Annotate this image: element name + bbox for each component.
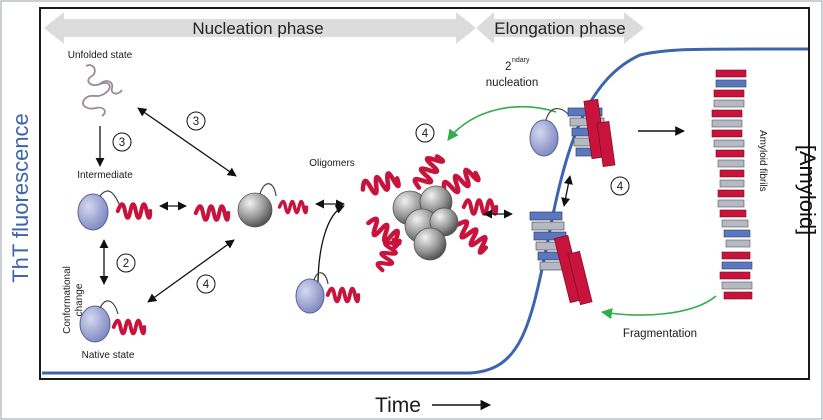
secondary-nucleation-word: nucleation [486, 77, 538, 89]
step-number-4b: 4 [422, 128, 429, 140]
step-number-4c: 4 [617, 181, 624, 193]
fragmentation-arrow [600, 295, 717, 320]
native-protein [79, 300, 144, 343]
arrow-seed-protofibril [561, 175, 573, 207]
unfolded-state-label: Unfolded state [68, 50, 133, 61]
x-axis-label: Time [375, 394, 421, 417]
growth-curve [42, 47, 809, 375]
elongation-phase-label: Elongation phase [494, 19, 625, 38]
plot-frame [39, 7, 810, 380]
unfolded-chain [82, 64, 123, 117]
secondary-nucleation-arrow [447, 106, 557, 141]
fibril-seed [529, 98, 616, 168]
joining-native-protein [295, 272, 358, 314]
protofibril [529, 211, 593, 306]
amyloid-fibrils-label: Amyloid fibrils [757, 130, 768, 192]
nucleation-phase-label: Nucleation phase [192, 19, 323, 38]
elongation-phase-arrow [476, 12, 644, 44]
step-number-3a: 3 [119, 137, 125, 149]
intermediate-label: Intermediate [77, 170, 133, 181]
conformational-label-1: Conformational [62, 266, 73, 334]
arrow-unfolded-to-misfolded [137, 107, 237, 177]
conformational-label-2: change [74, 283, 85, 316]
secondary-nucleation-base: 2 [505, 61, 511, 73]
step-number-2: 2 [123, 258, 129, 270]
arrow-native-join [317, 205, 345, 287]
step-badge-4b [415, 123, 435, 143]
step-number-4a: 4 [203, 279, 210, 291]
amyloid-fibril [711, 69, 753, 300]
intermediate-protein [77, 190, 150, 231]
misfolded-monomer [196, 183, 307, 228]
step-badge-3a [112, 132, 132, 152]
step-badge-4c [610, 176, 630, 196]
y-axis-label-left: ThT fluorescence [8, 113, 33, 283]
nucleation-phase-arrow [44, 12, 476, 44]
y-axis-label-right: [Amyloid] [795, 145, 820, 235]
native-state-label: Native state [82, 350, 135, 361]
step-number-3b: 3 [193, 116, 199, 128]
secondary-nucleation-superscript: ndary [512, 57, 530, 64]
step-badge-3b [186, 111, 206, 131]
oligomer-cluster [361, 153, 497, 273]
fragmentation-label: Fragmentation [623, 328, 697, 340]
step-badge-2 [116, 253, 136, 273]
arrow-native-to-misfolded [147, 239, 235, 303]
oligomers-label: Oligomers [309, 158, 355, 169]
step-badge-4a [196, 274, 216, 294]
